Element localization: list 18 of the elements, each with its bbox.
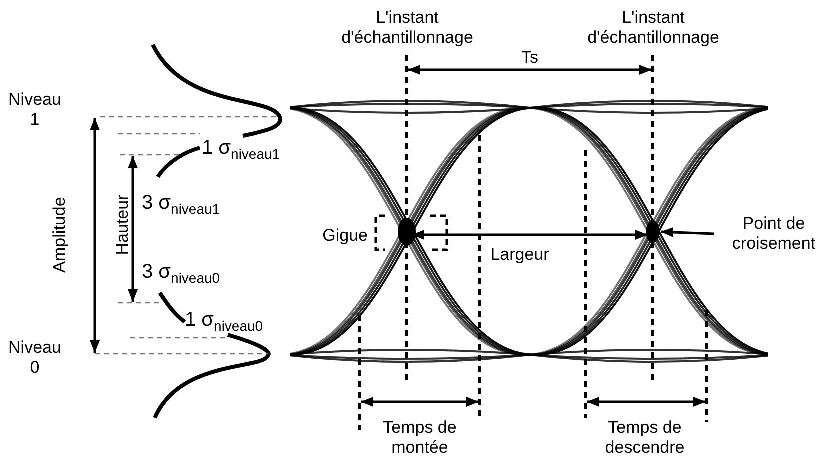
crossing-point [646, 221, 660, 243]
annotation-label: L'instant d'échantillonnage [586, 8, 720, 48]
sigma-label: 3 σ$_{niveau1}$ [142, 193, 222, 219]
dimension-label: Amplitude [50, 196, 70, 275]
dimension-label: Temps de descendre [604, 418, 686, 458]
dimension-label: Largeur [490, 245, 550, 265]
dimension-label: Temps de montée [382, 418, 458, 458]
level-label: Niveau 0 [8, 338, 62, 378]
annotation-label: Gigue [322, 226, 368, 246]
leader-arrow [660, 227, 714, 238]
annotation-label: L'instant d'échantillonnage [340, 8, 474, 48]
sigma-label: 1 σ$_{niveau0}$ [185, 310, 264, 336]
sigma-label: 1 σ$_{niveau1}$ [202, 138, 282, 164]
annotation-label: Point de croisement [716, 214, 832, 254]
sigma-label: 3 σ$_{niveau0}$ [142, 262, 222, 288]
dimension-label: Ts [520, 48, 540, 68]
level-label: Niveau 1 [8, 90, 62, 130]
dimension-label: Hauteur [113, 194, 133, 258]
